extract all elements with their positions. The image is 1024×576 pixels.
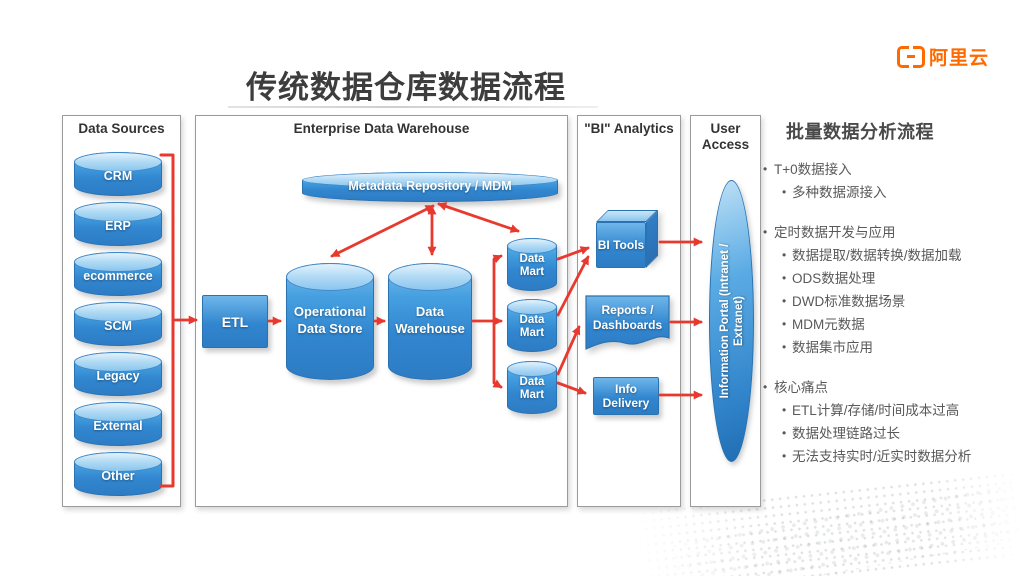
- note-item: 数据集市应用: [760, 336, 1012, 359]
- cylinder-crm: CRM: [74, 152, 162, 196]
- cylinder-other: Other: [74, 452, 162, 496]
- cylinder-legacy: Legacy: [74, 352, 162, 396]
- cylinder-top: [507, 361, 557, 377]
- panel-header-user-access: User Access: [701, 121, 750, 152]
- slide-title: 传统数据仓库数据流程: [246, 70, 566, 105]
- note-item: DWD标准数据场景: [760, 290, 1012, 313]
- cylinder-erp: ERP: [74, 202, 162, 246]
- cylinder-label: Operational Data Store: [293, 304, 367, 336]
- etl-box: ETL: [202, 295, 268, 348]
- note-item: 核心痛点: [760, 376, 1012, 399]
- halftone-decoration: [624, 469, 1024, 576]
- note-item: ETL计算/存储/时间成本过高: [760, 399, 1012, 422]
- cylinder-data-warehouse: Data Warehouse: [388, 263, 472, 380]
- cylinder-label: Legacy: [96, 369, 140, 383]
- cylinder-label: Other: [101, 469, 135, 483]
- note-item: 定时数据开发与应用: [760, 221, 1012, 244]
- title-underline-rule: [228, 106, 598, 108]
- cylinder-top: [302, 172, 558, 188]
- panel-header-edw: Enterprise Data Warehouse: [293, 121, 470, 136]
- reports-dashboards-shape: Reports / Dashboards: [585, 295, 670, 355]
- aliyun-logo: 阿里云: [897, 43, 989, 70]
- cylinder-label: Metadata Repository / MDM: [348, 179, 512, 193]
- reports-dashboards-label: Reports / Dashboards: [592, 303, 663, 332]
- cylinder-operational-data-store: Operational Data Store: [286, 263, 374, 380]
- info-delivery-box: Info Delivery: [593, 377, 659, 415]
- note-item: 多种数据源接入: [760, 181, 1012, 204]
- aliyun-logo-text: 阿里云: [929, 48, 990, 69]
- cylinder-label: Data Mart: [519, 253, 545, 278]
- note-item: 无法支持实时/近实时数据分析: [760, 445, 1012, 468]
- information-portal-label: Information Portal (Intranet / Extranet): [718, 243, 745, 399]
- note-item: 数据提取/数据转换/数据加载: [760, 244, 1012, 267]
- note-item: 数据处理链路过长: [760, 422, 1012, 445]
- cylinder-label: ERP: [105, 219, 131, 233]
- cylinder-label: ecommerce: [83, 269, 153, 283]
- cylinder-top: [286, 263, 374, 291]
- cylinder-label: Data Warehouse: [395, 304, 465, 336]
- cylinder-label: CRM: [103, 169, 133, 183]
- cylinder-data-mart-1: Data Mart: [507, 238, 557, 291]
- note-item: MDM元数据: [760, 313, 1012, 336]
- aliyun-logo-icon: [897, 45, 925, 68]
- cylinder-scm: SCM: [74, 302, 162, 346]
- cylinder-data-mart-3: Data Mart: [507, 361, 557, 414]
- cylinder-top: [507, 238, 557, 254]
- information-portal-ellipse: Information Portal (Intranet / Extranet): [709, 180, 754, 462]
- cylinder-label: Data Mart: [519, 376, 545, 401]
- notes-title: 批量数据分析流程: [786, 122, 934, 142]
- cylinder-top: [507, 299, 557, 315]
- bi-tools-cube: BI Tools: [596, 222, 646, 268]
- cylinder-ecommerce: ecommerce: [74, 252, 162, 296]
- note-item: ODS数据处理: [760, 267, 1012, 290]
- panel-header-data-sources: Data Sources: [78, 121, 165, 136]
- note-item: T+0数据接入: [760, 158, 1012, 181]
- panel-header-bi-analytics: "BI" Analytics: [584, 121, 674, 136]
- cylinder-top: [388, 263, 472, 291]
- cylinder-label: SCM: [104, 319, 132, 333]
- cylinder-label: External: [93, 419, 143, 433]
- document-wave-shape: [585, 295, 670, 350]
- cylinder-external: External: [74, 402, 162, 446]
- cylinder-label: Data Mart: [519, 314, 545, 339]
- cylinder-data-mart-2: Data Mart: [507, 299, 557, 352]
- notes-column: 批量数据分析流程 T+0数据接入 多种数据源接入 定时数据开发与应用 数据提取/…: [760, 118, 1012, 468]
- notes-list: T+0数据接入 多种数据源接入 定时数据开发与应用 数据提取/数据转换/数据加载…: [760, 158, 1012, 468]
- cylinder-metadata-repository: Metadata Repository / MDM: [302, 172, 558, 202]
